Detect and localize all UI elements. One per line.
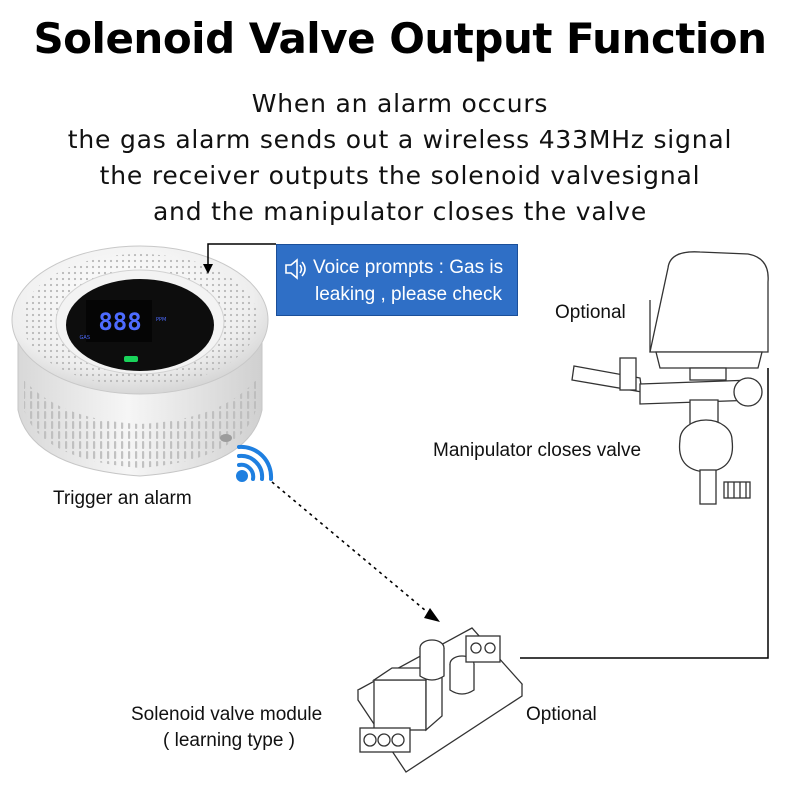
label-module: Solenoid valve module xyxy=(131,704,323,725)
lcd-ppm-label: PPM xyxy=(156,317,166,323)
connector-valve xyxy=(520,368,769,659)
wireless-signal-icon xyxy=(236,444,274,482)
page-title: Solenoid Valve Output Function xyxy=(33,14,767,63)
gas-alarm-device xyxy=(11,245,269,477)
description-line-2: the gas alarm sends out a wireless 433MH… xyxy=(67,125,733,154)
speaker-icon xyxy=(285,258,306,280)
valve-manipulator-drawing xyxy=(571,251,769,505)
voice-prompt-line-1: Voice prompts : Gas is xyxy=(313,257,504,278)
description-line-3: the receiver outputs the solenoid valves… xyxy=(99,161,701,190)
lcd-digits: 888 xyxy=(98,308,141,336)
connector-voice xyxy=(207,243,276,266)
label-optional-bottom: Optional xyxy=(526,704,597,725)
label-manipulator: Manipulator closes valve xyxy=(433,440,642,461)
solenoid-module-drawing xyxy=(357,627,523,773)
description-line-1: When an alarm occurs xyxy=(251,89,549,118)
voice-prompt-box: Voice prompts : Gas is leaking , please … xyxy=(276,244,518,316)
label-module-type: ( learning type ) xyxy=(163,730,296,751)
lcd-gas-label: GAS xyxy=(80,335,90,341)
label-optional-top: Optional xyxy=(555,302,626,323)
signal-arrow xyxy=(271,481,433,617)
label-trigger: Trigger an alarm xyxy=(53,488,192,509)
description: When an alarm occurs the gas alarm sends… xyxy=(0,86,800,230)
voice-prompt-line-2: leaking , please check xyxy=(315,284,502,305)
description-line-4: and the manipulator closes the valve xyxy=(152,197,648,226)
